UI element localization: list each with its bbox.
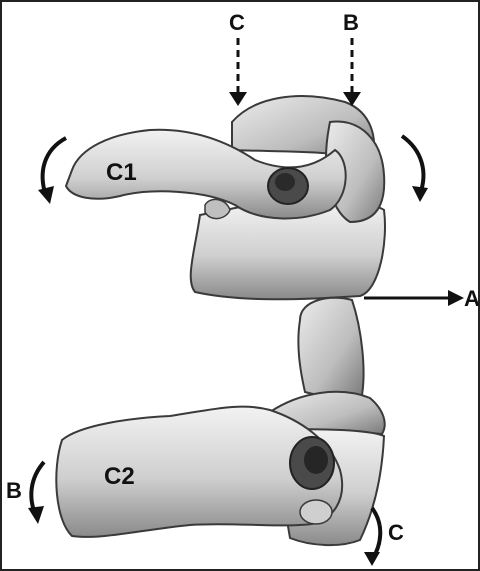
label-arrow-a: A [464,286,480,311]
label-arrow-c-top: C [229,10,245,35]
label-arrow-b-left: B [6,478,22,503]
label-arrow-c-bottom: C [388,520,404,545]
label-c2: C2 [104,463,135,490]
label-c1: C1 [106,159,137,186]
c2-dens [298,298,363,397]
label-arrow-b-top: B [343,10,359,35]
c2-knob [300,500,332,524]
